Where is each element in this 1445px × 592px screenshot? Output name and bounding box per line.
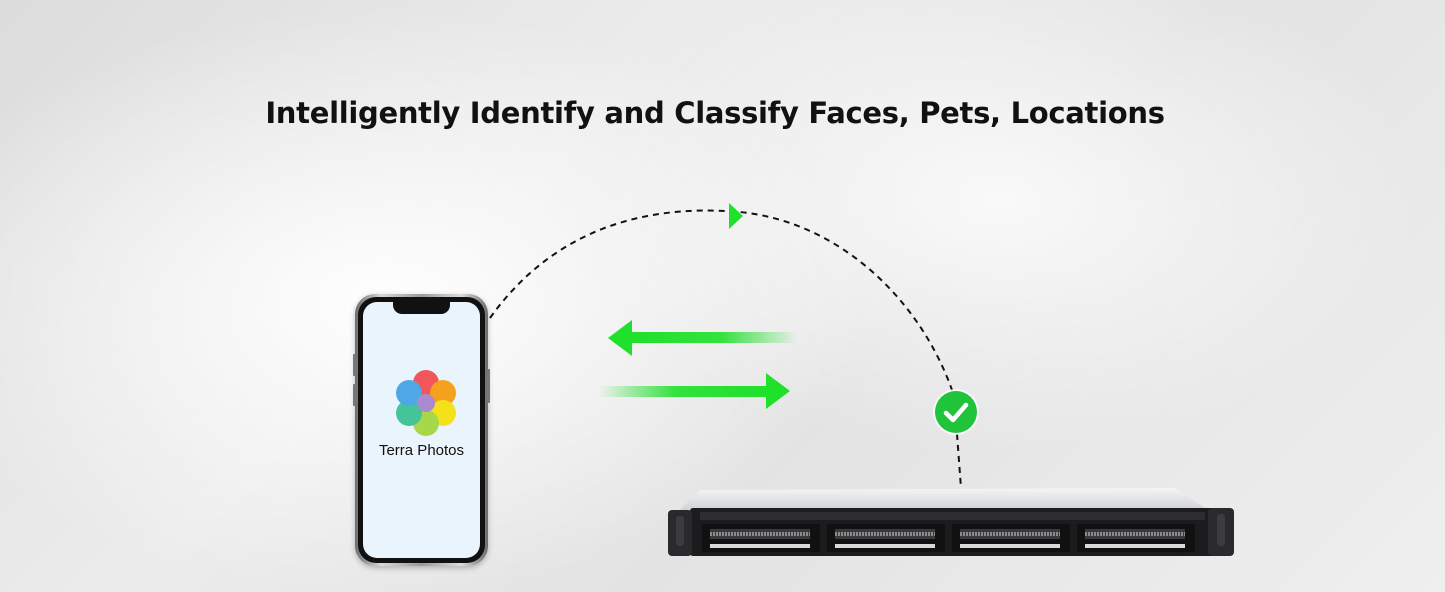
phone-screen: Terra Photos — [363, 302, 480, 558]
arc-direction-arrow-icon — [729, 203, 743, 229]
drive-bay-4 — [1077, 524, 1195, 552]
sync-arc-tail — [956, 433, 962, 489]
phone-power-button — [487, 369, 490, 403]
drive-bay-2 — [827, 524, 945, 552]
phone-notch — [393, 302, 450, 314]
phone-bezel: Terra Photos — [358, 297, 485, 563]
phone-volume-button — [353, 384, 356, 406]
arrow-left-icon — [608, 320, 798, 356]
drive-bay-1 — [702, 524, 820, 552]
checkmark-icon — [935, 391, 977, 433]
headline: Intelligently Identify and Classify Face… — [265, 96, 1165, 130]
drive-bay-3 — [952, 524, 1070, 552]
sync-arc — [489, 209, 953, 391]
smartphone: Terra Photos — [353, 294, 490, 566]
nas-device — [668, 488, 1234, 556]
arrow-right-icon — [598, 373, 790, 409]
app-label: Terra Photos — [378, 442, 465, 459]
phone-volume-button — [353, 354, 356, 376]
flower-photos-icon[interactable] — [391, 368, 461, 438]
